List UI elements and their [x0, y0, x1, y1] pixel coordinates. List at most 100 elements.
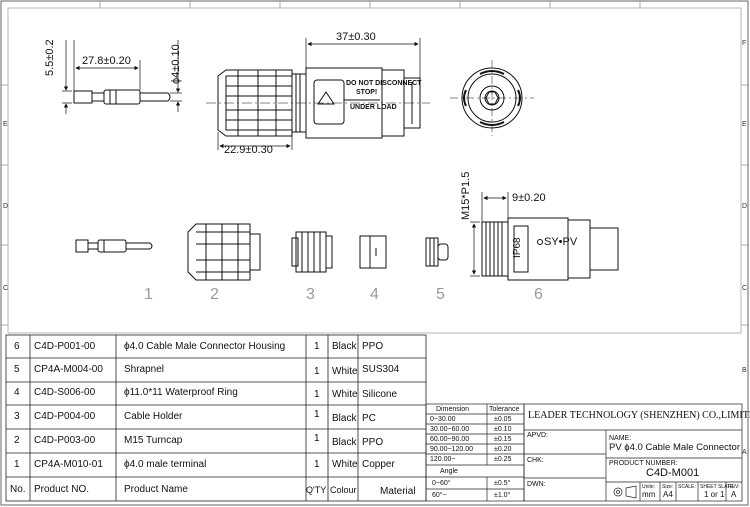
bom-row-qty: 1: [314, 389, 320, 400]
zone-letter-right-a: A: [742, 449, 747, 456]
tol-dim: 0~30.00: [430, 416, 456, 423]
bom-row-colour: Black: [332, 437, 357, 448]
dim-27-8: 27.8±0.20: [82, 55, 131, 67]
product-number-label: PRODUCT NUMBER:: [609, 460, 678, 467]
bom-row-material: PPO: [362, 341, 384, 352]
warning-stop: STOP!: [356, 89, 378, 96]
bom-row-product-no: C4D-P004-00: [34, 411, 96, 422]
part-label-4: 4: [370, 286, 379, 303]
bom-row-material: SUS304: [362, 364, 400, 375]
bom-row-no: 4: [14, 387, 20, 398]
bom-row-product-no: C4D-P001-00: [34, 341, 96, 352]
bom-row-no: 6: [14, 341, 20, 352]
rev-label: REV:: [728, 484, 740, 490]
unite-value: mm: [642, 490, 656, 499]
tol-dim: 60.00~90.00: [430, 436, 470, 443]
bom-header-qty: Q'TY: [306, 485, 327, 495]
bom-row-no: 1: [14, 459, 20, 470]
bom-header-product-name: Product Name: [124, 484, 188, 495]
bom-row-no: 3: [14, 411, 20, 422]
sheet-label: SHEET SLATE:: [700, 484, 735, 490]
bom-row-product-name: Shrapnel: [124, 364, 165, 375]
rev-value: A: [731, 490, 737, 499]
bom-row-material: PC: [362, 413, 376, 424]
part-label-1: 1: [144, 286, 153, 303]
bom-row-qty: 1: [314, 366, 320, 377]
bom-header-no: No.: [10, 484, 26, 495]
zone-letter-left-c: C: [3, 285, 9, 292]
brand-mark: SY•PV: [544, 236, 578, 248]
tol-dim: 30.00~60.00: [430, 426, 470, 433]
apvd-label: APVD:: [527, 432, 549, 439]
dim-5-5: 5.5±0.2: [44, 39, 56, 76]
ip68-mark: IP68: [512, 237, 523, 258]
sheet-value: 1 or 1: [704, 490, 725, 499]
tol-angle-val: ±1.0°: [494, 492, 511, 499]
bom-row-colour: Black: [332, 413, 357, 424]
chk-label: CHK:: [527, 457, 544, 464]
dim-phi4: ϕ4±0.10: [170, 44, 182, 84]
tol-val: ±0.20: [494, 446, 512, 453]
bom-header-colour: Colour: [330, 485, 357, 495]
part-label-3: 3: [306, 286, 315, 303]
company-name: LEADER TECHNOLOGY (SHENZHEN) CO.,LIMITED: [528, 410, 750, 421]
bom-row-colour: White: [332, 389, 358, 400]
bom-row-colour: Black: [332, 341, 357, 352]
bom-row-product-name: ϕ4.0 male terminal: [124, 459, 207, 470]
dim-37: 37±0.30: [336, 31, 376, 43]
product-name-value: PV ϕ4.0 Cable Male Connector: [609, 442, 741, 453]
zone-letter-left-d: D: [3, 203, 9, 210]
bom-header-material: Material: [380, 486, 416, 497]
name-label: NAME:: [609, 435, 632, 442]
bom-row-colour: White: [332, 459, 358, 470]
bom-row-qty: 1: [314, 433, 320, 444]
bom-row-product-name: Cable Holder: [124, 411, 183, 422]
tol-val: ±0.15: [494, 436, 512, 443]
bom-row-material: Copper: [362, 459, 395, 470]
warning-under-load: UNDER LOAD: [350, 104, 397, 111]
tol-dim: 120.00~: [430, 456, 456, 463]
bom-row-product-no: C4D-S006-00: [34, 387, 96, 398]
tol-angle-dim: 0~60°: [432, 480, 451, 487]
zone-letter-right-c: C: [742, 285, 748, 292]
part-label-5: 5: [436, 286, 445, 303]
size-value: A4: [663, 490, 673, 499]
bom-row-product-name: ϕ11.0*11 Waterproof Ring: [124, 387, 238, 398]
bom-row-qty: 1: [314, 409, 320, 420]
zone-letter-left-e: E: [3, 121, 8, 128]
tol-dim: 90.00~120.00: [430, 446, 474, 453]
part-label-2: 2: [210, 286, 219, 303]
bom-row-product-name: M15 Turncap: [124, 435, 183, 446]
projection-symbol: [613, 485, 637, 499]
bom-row-no: 5: [14, 364, 20, 375]
part-label-6: 6: [534, 286, 543, 303]
bom-row-product-no: C4D-P003-00: [34, 435, 96, 446]
bom-row-qty: 1: [314, 341, 320, 352]
tol-angle-val: ±0.5°: [494, 480, 511, 487]
bom-row-product-no: CP4A-M004-00: [34, 364, 103, 375]
dim-22-9: 22.9±0.30: [224, 144, 273, 156]
dim-m15: M15*P1.5: [460, 171, 472, 220]
tol-angle-dim: 60°~: [432, 492, 447, 499]
bom-row-colour: White: [332, 366, 358, 377]
bom-row-material: Silicone: [362, 389, 398, 400]
zone-letter-right-b: B: [742, 367, 747, 374]
tol-val: ±0.05: [494, 416, 512, 423]
dim-9: 9±0.20: [512, 192, 546, 204]
warning-do-not-disconnect: DO NOT DISCONNECT: [346, 80, 422, 87]
scale-label: SCALE:: [678, 484, 696, 490]
dwn-label: DWN:: [527, 481, 546, 488]
bom-row-product-no: CP4A-M010-01: [34, 459, 103, 470]
bom-row-no: 2: [14, 435, 20, 446]
tol-angle-label: Angle: [440, 468, 458, 475]
tol-header-dimension: Dimension: [436, 406, 470, 413]
bom-row-product-name: ϕ4.0 Cable Male Connector Housing: [124, 341, 286, 352]
zone-letter-right-d: D: [742, 203, 748, 210]
unite-label: Unite:: [642, 484, 656, 490]
bom-row-material: PPO: [362, 437, 384, 448]
bom-row-qty: 1: [314, 459, 320, 470]
bom-header-product-no: Product NO.: [34, 484, 90, 495]
tol-val: ±0.10: [494, 426, 512, 433]
